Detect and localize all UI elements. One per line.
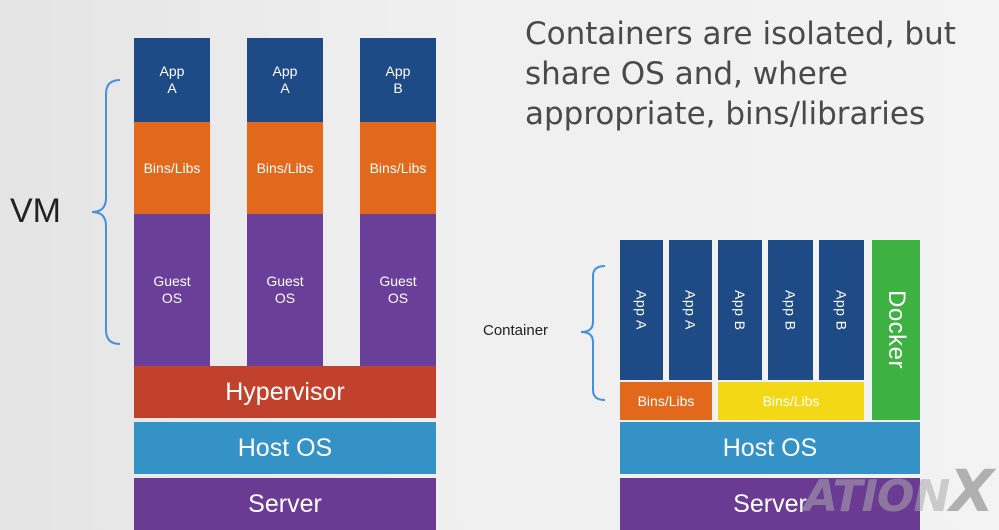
- vm-guest-os-1: Guest OS: [134, 214, 210, 366]
- hypervisor-layer: Hypervisor: [134, 366, 436, 418]
- container-app-b-2: App B: [768, 240, 813, 380]
- vm-app-a-2: App A: [247, 38, 323, 122]
- container-app-a-2: App A: [669, 240, 712, 380]
- container-bins-libs-a: Bins/Libs: [620, 382, 712, 420]
- vm-bins-libs-1: Bins/Libs: [134, 122, 210, 214]
- vm-bins-libs-2: Bins/Libs: [247, 122, 323, 214]
- container-host-os-layer: Host OS: [620, 422, 920, 474]
- watermark-x: X: [949, 457, 994, 525]
- vm-brace: [91, 79, 121, 345]
- vm-app-b-3: App B: [360, 38, 436, 122]
- vm-host-os-layer: Host OS: [134, 422, 436, 474]
- container-bins-libs-b: Bins/Libs: [718, 382, 864, 420]
- vm-label: VM: [10, 192, 61, 230]
- vm-bins-libs-3: Bins/Libs: [360, 122, 436, 214]
- container-label: Container: [483, 322, 549, 339]
- slide-heading: Containers are isolated, but share OS an…: [525, 16, 956, 132]
- docker-engine: Docker: [872, 240, 920, 420]
- watermark-logo: ATIONX: [803, 457, 994, 525]
- container-server-layer: Server: [620, 478, 920, 530]
- watermark-text: ATION: [803, 471, 950, 522]
- container-app-b-3: App B: [819, 240, 864, 380]
- vm-guest-os-3: Guest OS: [360, 214, 436, 366]
- vm-guest-os-2: Guest OS: [247, 214, 323, 366]
- container-brace: [580, 265, 606, 401]
- container-app-b-1: App B: [718, 240, 762, 380]
- vm-app-a-1: App A: [134, 38, 210, 122]
- vm-server-layer: Server: [134, 478, 436, 530]
- container-app-a-1: App A: [620, 240, 663, 380]
